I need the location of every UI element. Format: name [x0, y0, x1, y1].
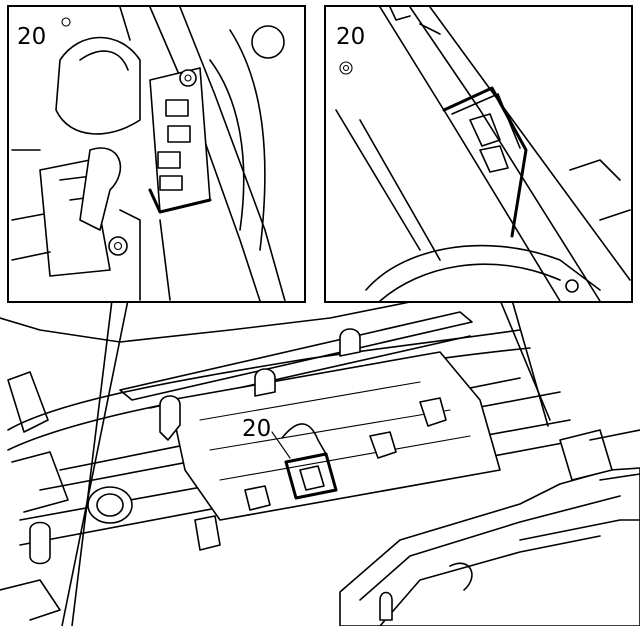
callout-20-right: 20 — [336, 24, 365, 50]
callout-20-main: 20 — [242, 416, 271, 442]
callout-20-left: 20 — [17, 24, 46, 50]
left-detail-inset: 20 — [7, 5, 306, 303]
callout-20-main-leader — [271, 431, 291, 459]
right-detail-inset: 20 — [324, 5, 633, 303]
inset-pointers — [61, 299, 551, 626]
main-engine-view — [0, 285, 640, 626]
